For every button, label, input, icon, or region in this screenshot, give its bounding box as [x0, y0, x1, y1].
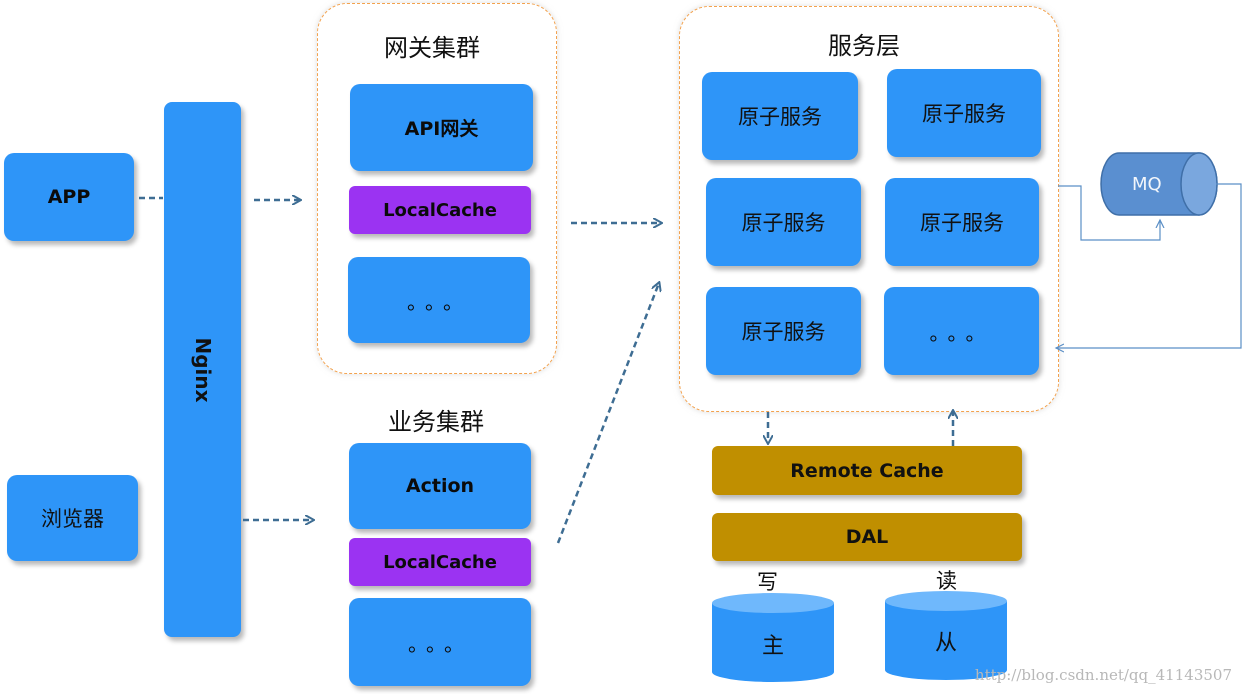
business-more-label: 。。。	[408, 631, 472, 656]
gateway-cluster-group	[317, 3, 557, 374]
service-more-box: 。。。	[884, 287, 1039, 375]
slave-db-icon	[885, 591, 1007, 680]
watermark: http://blog.csdn.net/qq_41143507	[974, 666, 1232, 684]
gateway-cluster-title: 网关集群	[384, 34, 480, 62]
atomic-service-5: 原子服务	[706, 287, 861, 375]
atomic-service-label: 原子服务	[738, 105, 822, 129]
service-layer-group	[679, 6, 1059, 412]
mq-label: MQ	[1132, 174, 1162, 195]
remote-cache-box: Remote Cache	[712, 446, 1022, 495]
gateway-local-cache-box: LocalCache	[349, 186, 531, 234]
nginx-node: Nginx	[164, 102, 241, 637]
mq-cylinder-icon	[1100, 152, 1218, 216]
remote-cache-label: Remote Cache	[790, 459, 944, 482]
atomic-service-2: 原子服务	[887, 69, 1041, 157]
gateway-more-label: 。。。	[407, 289, 471, 314]
business-local-cache-box: LocalCache	[349, 538, 531, 586]
service-layer-title: 服务层	[828, 32, 900, 60]
dal-box: DAL	[712, 513, 1022, 561]
app-label: APP	[47, 186, 91, 208]
business-more-box: 。。。	[349, 598, 531, 686]
atomic-service-label: 原子服务	[741, 211, 826, 235]
action-label: Action	[405, 475, 475, 497]
service-to-mq-arrow	[1058, 185, 1160, 241]
browser-label: 浏览器	[41, 507, 104, 531]
atomic-service-label: 原子服务	[920, 211, 1004, 235]
atomic-service-1: 原子服务	[702, 72, 858, 160]
master-db-icon	[712, 593, 834, 682]
mq-to-service-arrow	[1056, 183, 1242, 348]
atomic-service-4: 原子服务	[885, 178, 1039, 266]
gateway-local-cache-label: LocalCache	[383, 199, 497, 221]
read-label: 读	[936, 569, 957, 593]
atomic-service-3: 原子服务	[706, 178, 861, 266]
app-client: APP	[4, 153, 134, 241]
atomic-service-label: 原子服务	[922, 102, 1006, 126]
master-db-label: 主	[762, 634, 785, 659]
dal-label: DAL	[845, 526, 889, 548]
api-gateway-box: API网关	[350, 84, 533, 171]
action-box: Action	[349, 443, 531, 529]
atomic-service-label: 原子服务	[741, 320, 826, 344]
business-to-service-arrow	[556, 283, 659, 544]
service-more-label: 。。。	[929, 320, 994, 345]
api-gateway-label: API网关	[404, 118, 479, 140]
business-local-cache-label: LocalCache	[383, 551, 497, 573]
browser-client: 浏览器	[7, 475, 138, 561]
business-cluster-title: 业务集群	[388, 408, 484, 436]
slave-db-label: 从	[935, 631, 958, 656]
gateway-more-box: 。。。	[348, 257, 530, 343]
write-label: 写	[757, 570, 778, 594]
